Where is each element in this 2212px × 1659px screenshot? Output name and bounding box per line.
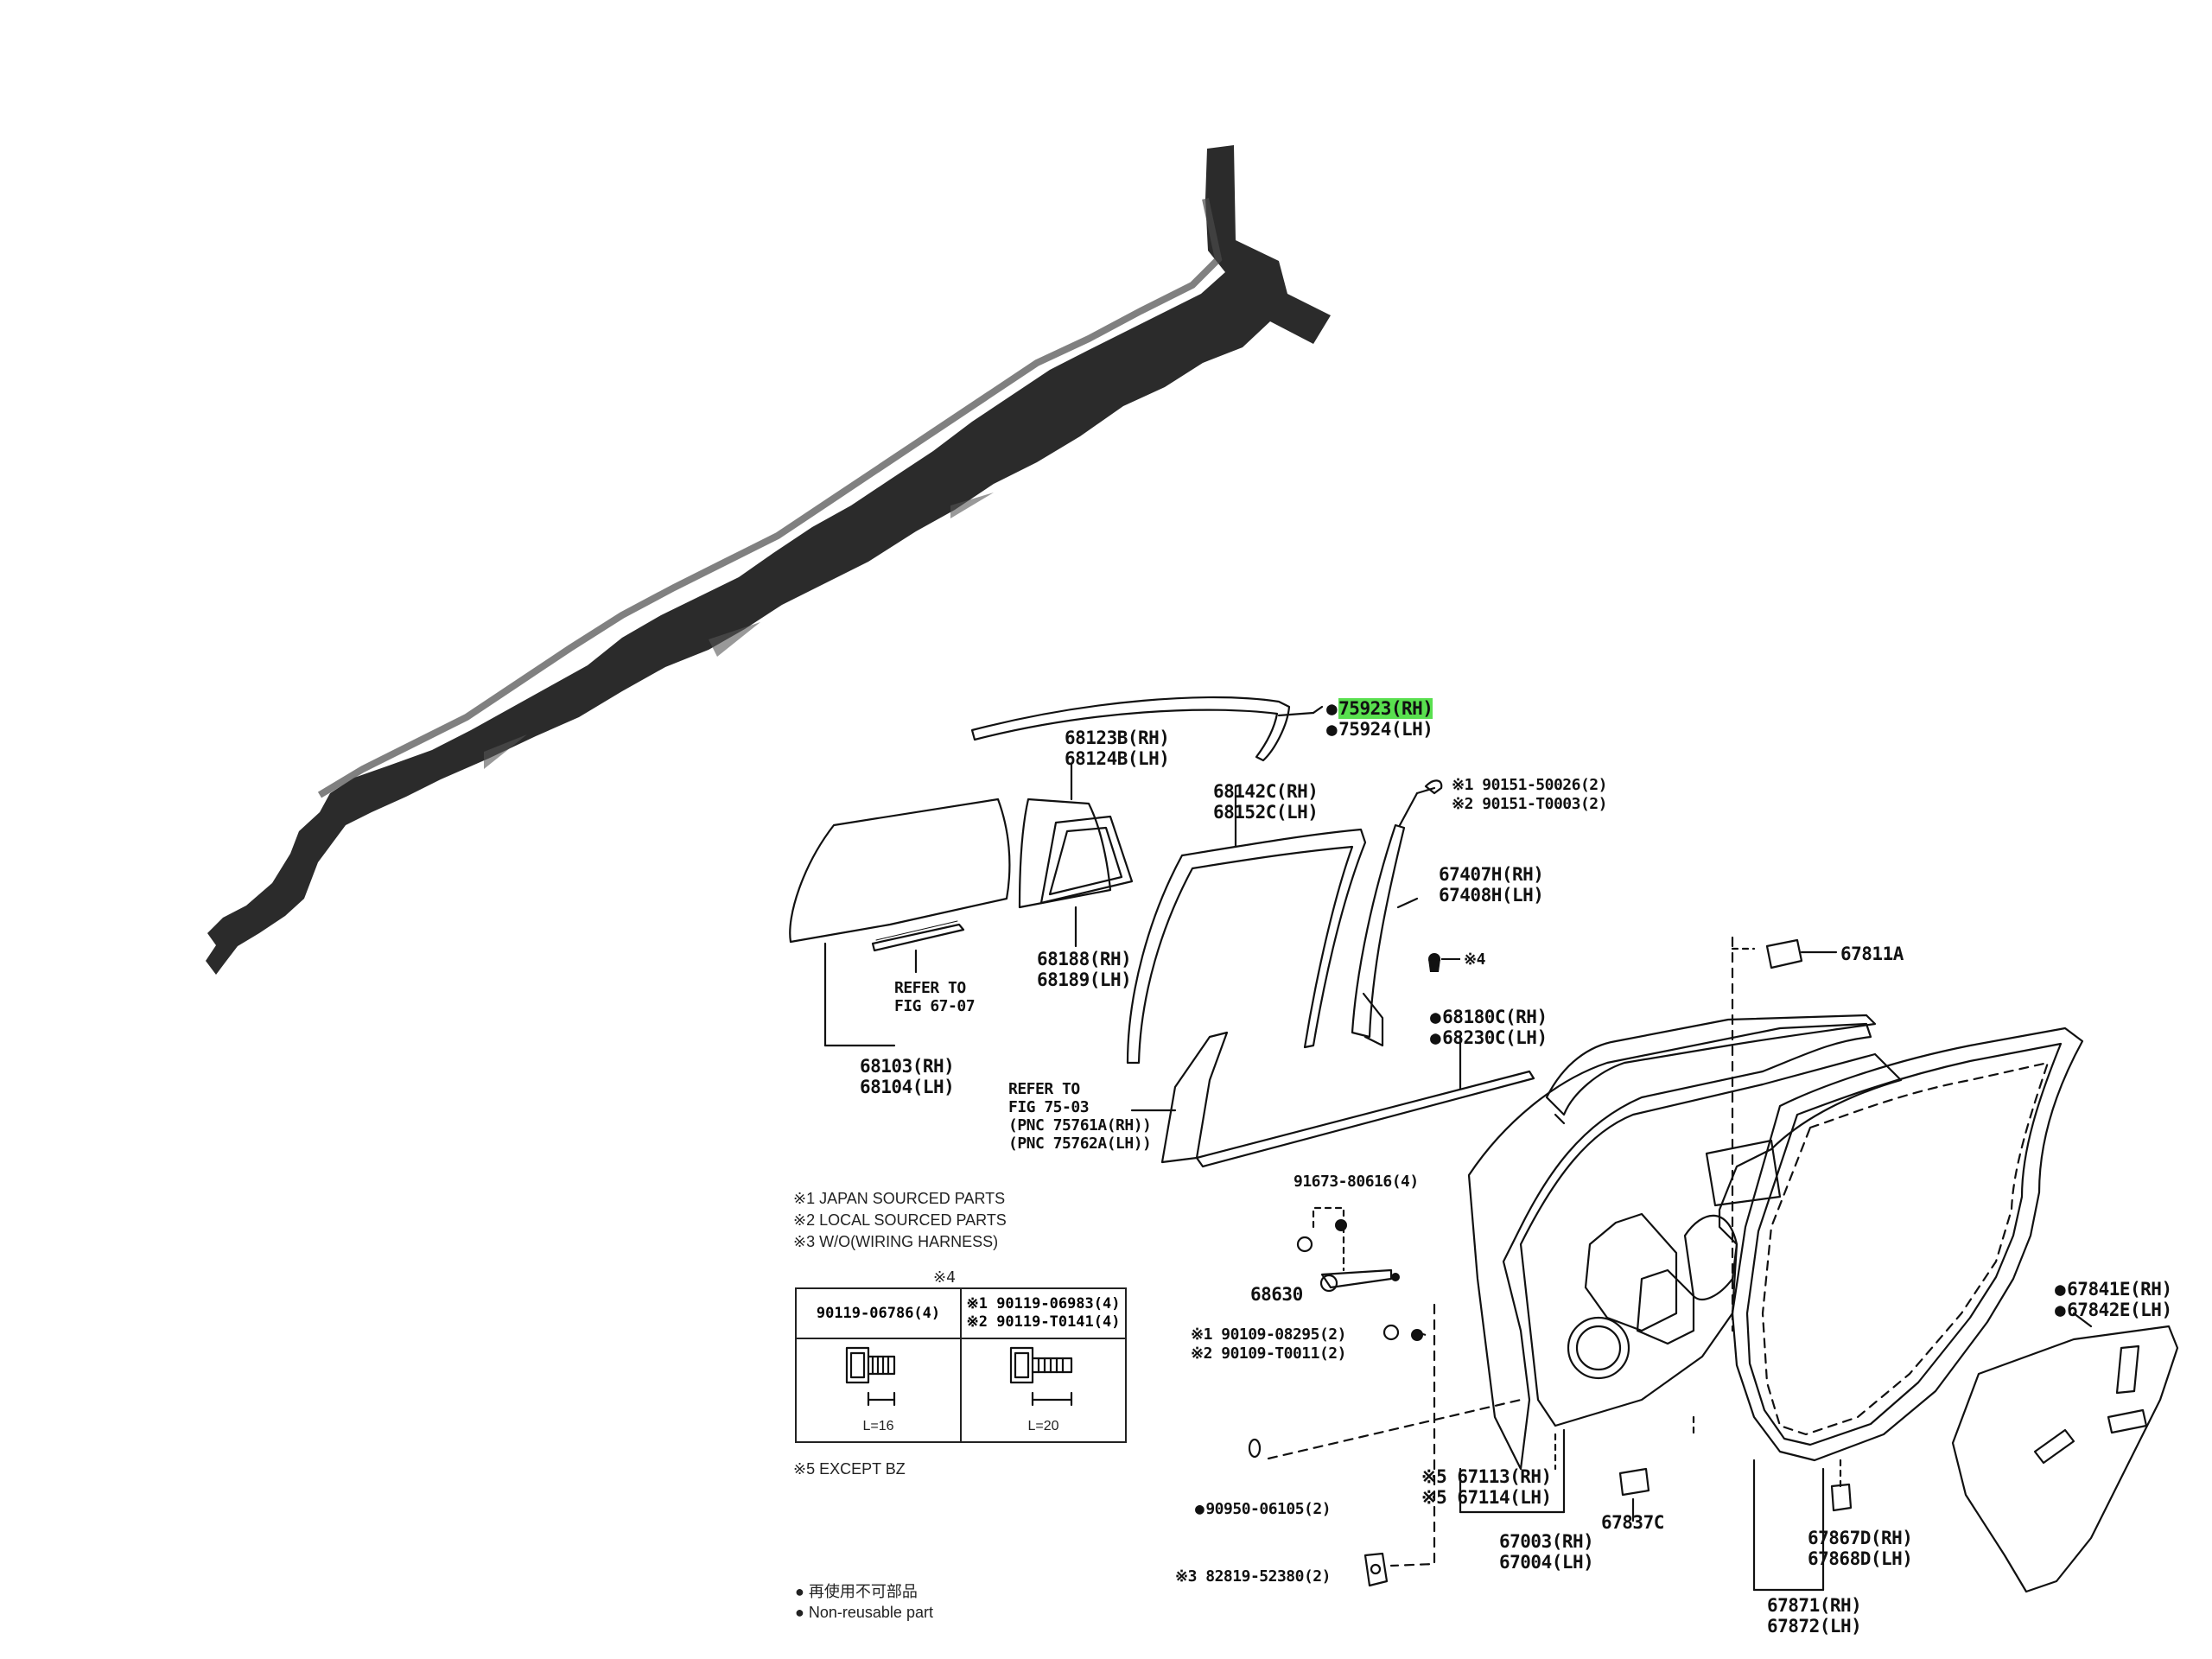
callout-67113: ※5 67113(RH) ※5 67114(LH)	[1421, 1466, 1552, 1508]
callout-67003-rh[interactable]: 67003(RH)	[1499, 1531, 1594, 1552]
callout-90950[interactable]: 90950-06105(2)	[1195, 1500, 1331, 1519]
callout-68142c: 68142C(RH) 68152C(LH)	[1213, 781, 1319, 823]
bolt-table-header-2a[interactable]: ※1 90119-06983(4)	[966, 1295, 1121, 1313]
legend-dot-icon: ●	[795, 1583, 809, 1600]
callout-67871: 67871(RH) 67872(LH)	[1767, 1595, 1862, 1637]
callout-67871-rh[interactable]: 67871(RH)	[1767, 1595, 1862, 1616]
callout-67872-lh[interactable]: 67872(LH)	[1767, 1616, 1862, 1637]
bolt-length-20: L=20	[1027, 1419, 1059, 1433]
bolt-table-col-2: ※1 90119-06983(4) ※2 90119-T0141(4) L=20	[960, 1289, 1125, 1441]
refer-fig-67-07: REFER TO FIG 67-07	[894, 979, 976, 1015]
legend-japanese: 再使用不可部品	[808, 1583, 918, 1600]
callout-68104-lh[interactable]: 68104(LH)	[860, 1077, 955, 1097]
window-frame	[1126, 828, 1367, 1065]
callout-67407h: 67407H(RH) 67408H(LH)	[1439, 864, 1544, 906]
callout-75923: 75923(RH) 75924(LH)	[1326, 698, 1433, 740]
vent-glass	[1018, 798, 1112, 909]
callout-68188-rh[interactable]: 68188(RH)	[1037, 949, 1132, 969]
bolt-table-header-1-text[interactable]: 90119-06786(4)	[816, 1304, 941, 1322]
quarter-glass	[789, 798, 1011, 944]
legend-english: Non-reusable part	[808, 1604, 933, 1621]
callout-67113-rh[interactable]: ※5 67113(RH)	[1421, 1466, 1552, 1487]
callout-67841e-rh[interactable]: 67841E(RH)	[2055, 1279, 2172, 1300]
note-except-bz: ※5 EXCEPT BZ	[793, 1460, 906, 1478]
callout-67867d-rh[interactable]: 67867D(RH)	[1808, 1528, 1913, 1548]
bolt-table-col-1: 90119-06786(4) L=16	[797, 1289, 960, 1441]
callout-90151-50026[interactable]: ※1 90151-50026(2)	[1452, 776, 1607, 794]
callout-67868d-lh[interactable]: 67868D(LH)	[1808, 1548, 1913, 1569]
callout-67003: 67003(RH) 67004(LH)	[1499, 1531, 1594, 1573]
callout-68189-lh[interactable]: 68189(LH)	[1037, 969, 1132, 990]
refer2-line-2[interactable]: FIG 75-03	[1008, 1098, 1090, 1116]
service-hole-cover	[1951, 1325, 2179, 1593]
callout-68152c-lh[interactable]: 68152C(LH)	[1213, 802, 1319, 823]
note-japan-sourced: ※1 JAPAN SOURCED PARTS	[793, 1190, 1006, 1207]
callout-67114-lh[interactable]: ※5 67114(LH)	[1421, 1487, 1552, 1508]
callout-67408h-lh[interactable]: 67408H(LH)	[1439, 885, 1544, 906]
refer2-line-4: (PNC 75762A(LH))	[1008, 1135, 1152, 1153]
sourcing-notes: ※1 JAPAN SOURCED PARTS ※2 LOCAL SOURCED …	[793, 1188, 1007, 1253]
callout-68180c-rh[interactable]: 68180C(RH)	[1430, 1007, 1548, 1027]
bolt-table-header-2: ※1 90119-06983(4) ※2 90119-T0141(4)	[962, 1289, 1125, 1339]
door-weatherstrip	[1731, 1027, 2084, 1462]
callout-67841e: 67841E(RH) 67842E(LH)	[2055, 1279, 2172, 1320]
legend-dot-icon: ●	[795, 1604, 809, 1621]
refer2-line-1: REFER TO	[1008, 1080, 1080, 1098]
callout-67407h-rh[interactable]: 67407H(RH)	[1439, 864, 1544, 885]
callout-68142c-rh[interactable]: 68142C(RH)	[1213, 781, 1319, 802]
callout-67842e-lh[interactable]: 67842E(LH)	[2055, 1300, 2172, 1320]
callout-68188: 68188(RH) 68189(LH)	[1037, 949, 1132, 990]
callout-68123b-rh[interactable]: 68123B(RH)	[1065, 728, 1170, 748]
bolt-table: 90119-06786(4) L=16 ※1 90119-06983(4) ※2…	[795, 1287, 1127, 1443]
bolt-table-header-1: 90119-06786(4)	[797, 1289, 960, 1339]
callout-68103: 68103(RH) 68104(LH)	[860, 1056, 955, 1097]
note-wo-wiring-harness: ※3 W/O(WIRING HARNESS)	[793, 1233, 999, 1250]
legend: ● 再使用不可部品 ● Non-reusable part	[795, 1581, 933, 1623]
callout-68630[interactable]: 68630	[1250, 1284, 1303, 1305]
callout-67004-lh[interactable]: 67004(LH)	[1499, 1552, 1594, 1573]
callout-67837c[interactable]: 67837C	[1601, 1512, 1664, 1533]
roof-moulding	[970, 696, 1291, 762]
callout-90151: ※1 90151-50026(2) ※2 90151-T0003(2)	[1452, 776, 1607, 814]
note-local-sourced: ※2 LOCAL SOURCED PARTS	[793, 1211, 1007, 1229]
callout-68103-rh[interactable]: 68103(RH)	[860, 1056, 955, 1077]
callout-90151-t0003[interactable]: ※2 90151-T0003(2)	[1452, 795, 1607, 813]
bolt-table-header-2b[interactable]: ※2 90119-T0141(4)	[966, 1313, 1121, 1331]
callout-67811a[interactable]: 67811A	[1840, 944, 1904, 964]
callout-68123b: 68123B(RH) 68124B(LH)	[1065, 728, 1170, 769]
callout-82819[interactable]: ※3 82819-52380(2)	[1175, 1567, 1331, 1586]
callout-68230c-lh[interactable]: 68230C(LH)	[1430, 1027, 1548, 1048]
bolt-length-16: L=16	[862, 1419, 894, 1433]
refer2-line-3: (PNC 75761A(RH))	[1008, 1116, 1152, 1135]
weatherstrip-photo	[206, 145, 1331, 975]
callout-67867d: 67867D(RH) 67868D(LH)	[1808, 1528, 1913, 1569]
callout-note4[interactable]: ※4	[1464, 950, 1485, 969]
bolt-table-cell-2: L=20	[962, 1339, 1125, 1441]
callout-75923-highlighted[interactable]: 75923(RH)	[1338, 698, 1433, 719]
callout-68124b-lh[interactable]: 68124B(LH)	[1065, 748, 1170, 769]
callout-91673[interactable]: 91673-80616(4)	[1294, 1173, 1419, 1191]
refer-fig-75-03: REFER TO FIG 75-03 (PNC 75761A(RH)) (PNC…	[1008, 1080, 1152, 1153]
callout-90109-t0011[interactable]: ※2 90109-T0011(2)	[1191, 1344, 1346, 1363]
door-panel	[1467, 1022, 1872, 1471]
table-title: ※4	[933, 1268, 956, 1287]
callout-90109-08295[interactable]: ※1 90109-08295(2)	[1191, 1325, 1346, 1344]
glass-run	[1351, 823, 1406, 1039]
refer-line-2[interactable]: FIG 67-07	[894, 997, 976, 1015]
callout-90109: ※1 90109-08295(2) ※2 90109-T0011(2)	[1191, 1325, 1346, 1363]
refer-line-1: REFER TO	[894, 979, 966, 997]
callout-68180c: 68180C(RH) 68230C(LH)	[1430, 1007, 1548, 1048]
belt-moulding	[1195, 1070, 1535, 1168]
bolt-table-cell-1: L=16	[797, 1339, 960, 1441]
callout-75924[interactable]: 75924(LH)	[1326, 719, 1433, 740]
